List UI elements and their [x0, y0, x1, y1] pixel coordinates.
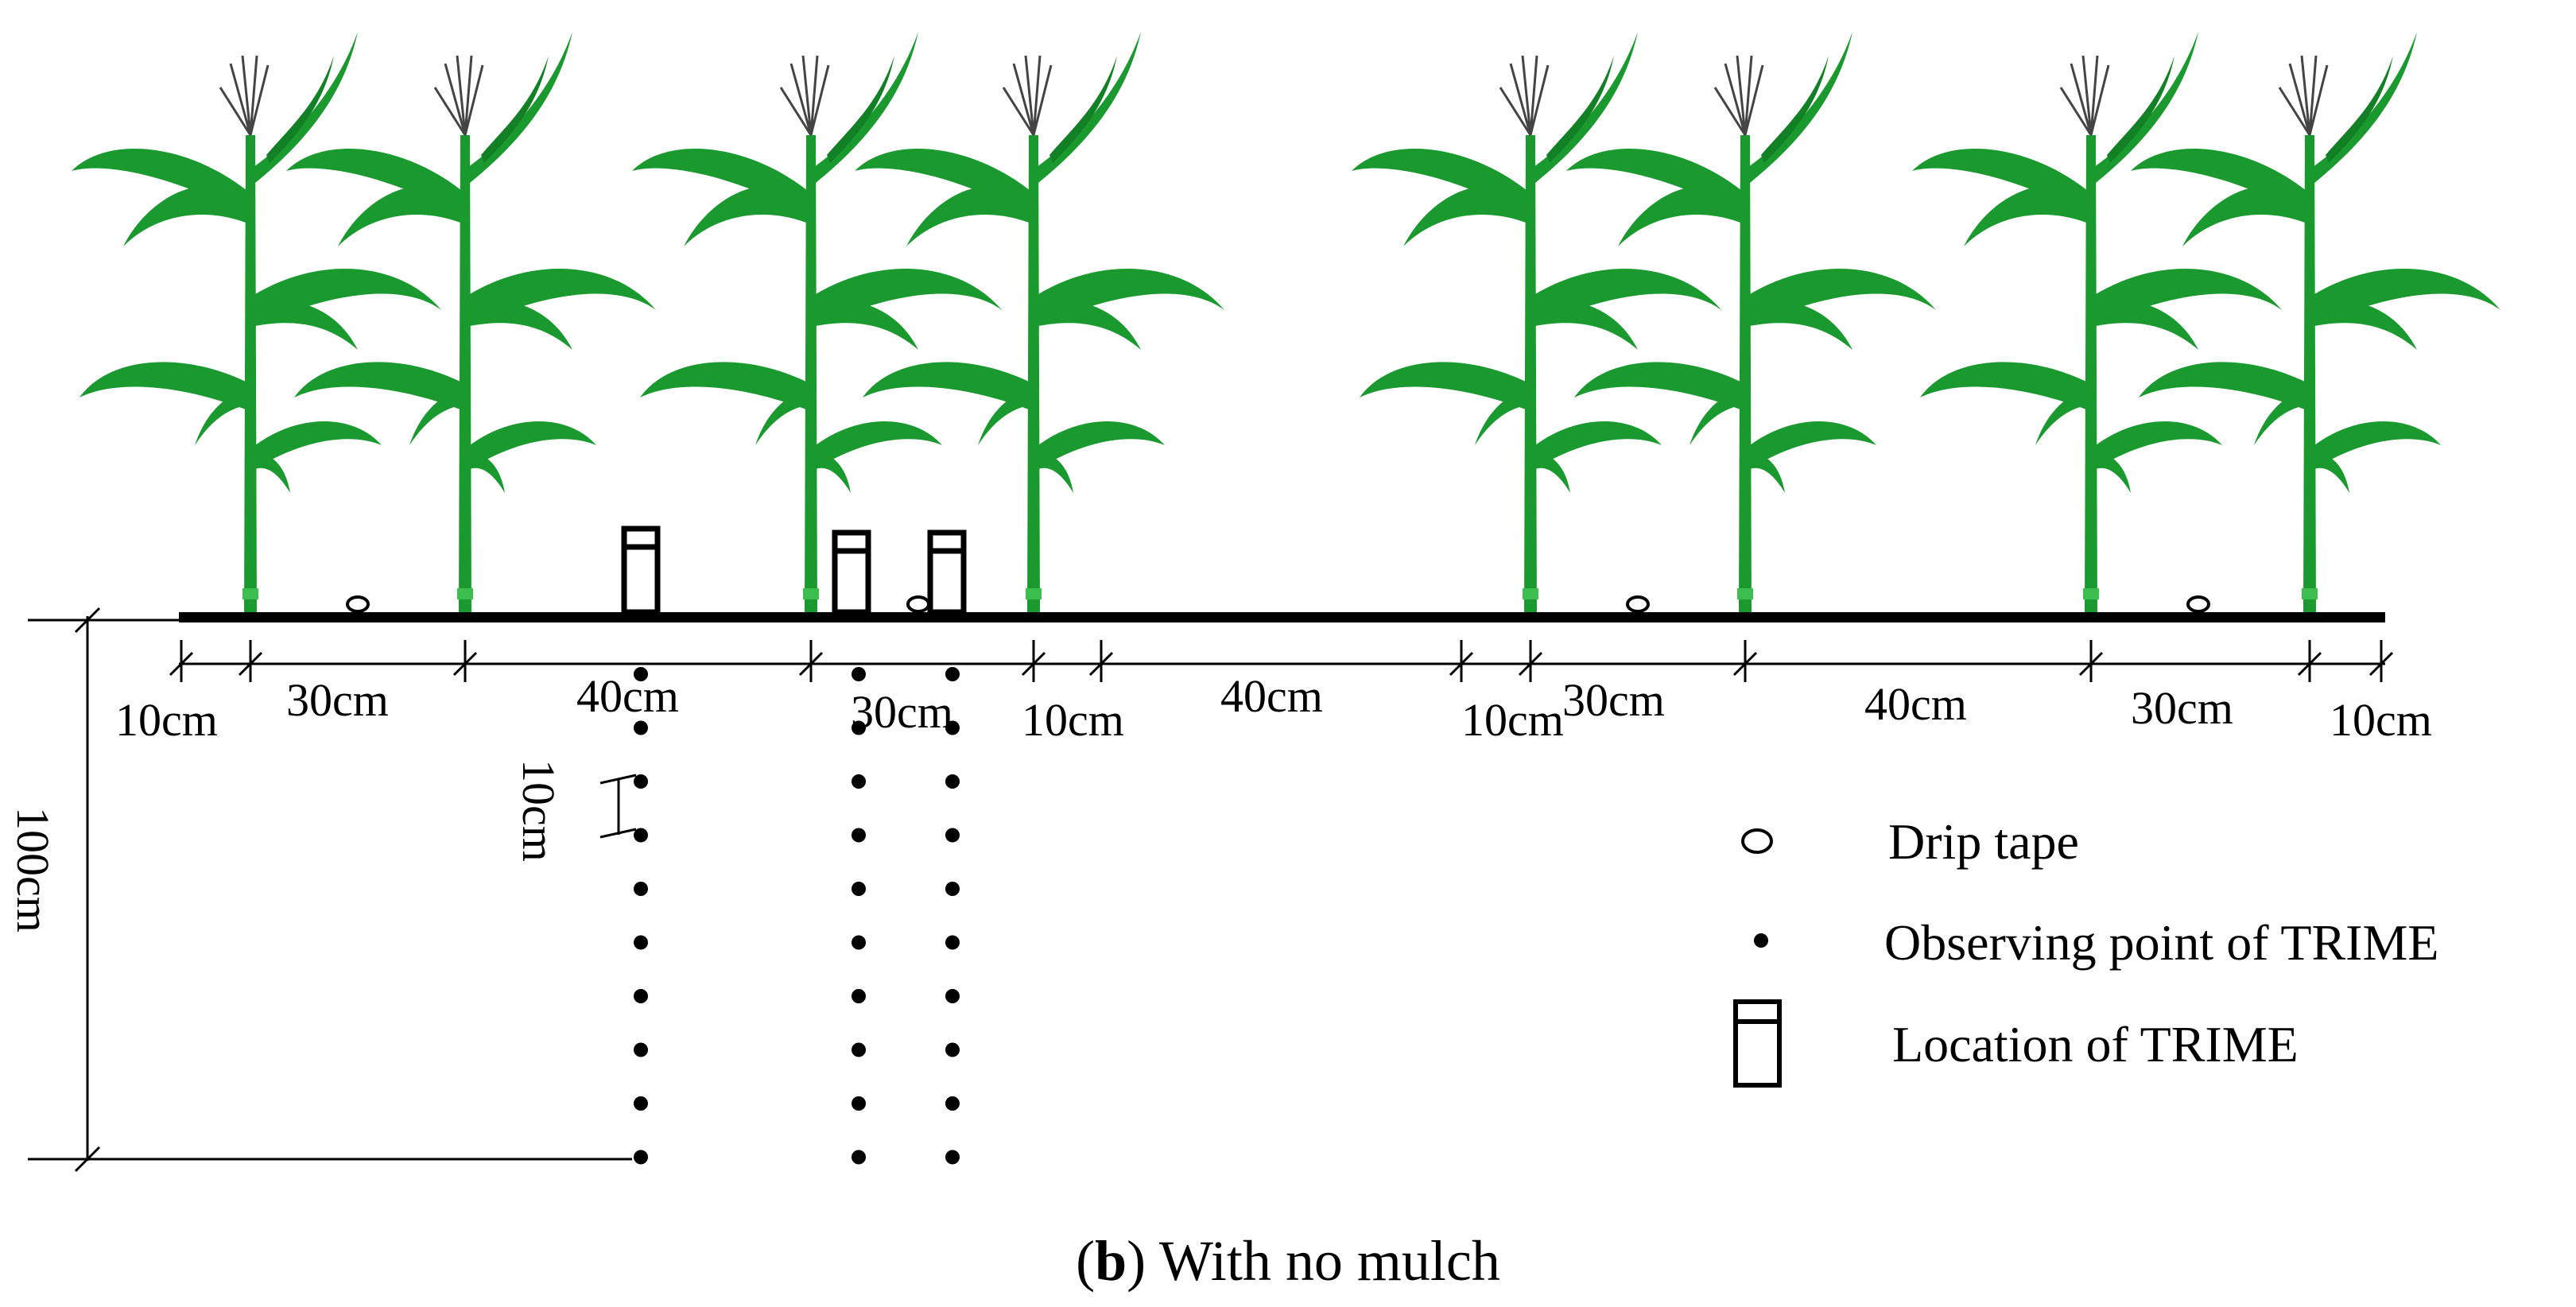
caption-text: With no mulch [1146, 1229, 1500, 1293]
interval-marker [599, 774, 637, 839]
observing-point [852, 720, 866, 735]
observing-point [945, 882, 960, 896]
spacing-label: 10cm [115, 694, 218, 746]
caption-letter: b [1095, 1229, 1127, 1293]
observing-point [634, 667, 648, 681]
legend-drip-tape: Drip tape [1888, 813, 2079, 870]
legend: Drip tape Observing point of TRIME Locat… [1733, 813, 2438, 1088]
trime-tube [832, 529, 871, 615]
drip-tapes [346, 595, 2210, 613]
drip-tape-marker [2186, 595, 2210, 613]
observing-point [945, 720, 960, 735]
depth-label: 100cm [7, 807, 59, 933]
spacing-labels: 10cm 30cm 40cm 30cm 10cm 40cm 10cm 30cm … [115, 670, 2432, 746]
observing-point [634, 720, 648, 735]
spacing-label: 10cm [2330, 694, 2432, 746]
dimension-ticks [169, 640, 2394, 682]
observing-point [634, 935, 648, 950]
observing-point [634, 828, 648, 843]
observing-point [634, 989, 648, 1003]
observing-point [852, 667, 866, 681]
observing-point [634, 1150, 648, 1165]
observing-points [634, 667, 960, 1165]
observing-point [634, 1042, 648, 1057]
legend-observing-point: Observing point of TRIME [1884, 914, 2438, 971]
spacing-label: 40cm [576, 670, 679, 722]
observing-point [852, 989, 866, 1003]
ground-surface [179, 612, 2385, 622]
corn-plant [853, 30, 1226, 614]
drip-tape-legend-symbol [1741, 828, 1773, 854]
drip-tape-marker [906, 595, 930, 613]
legend-location: Location of TRIME [1892, 1016, 2299, 1072]
spacing-label: 10cm [1022, 694, 1124, 746]
observing-point [852, 1096, 866, 1111]
spacing-label: 30cm [286, 674, 389, 726]
trime-tube [927, 529, 967, 615]
trime-location-legend-symbol [1733, 999, 1782, 1088]
observing-point [852, 828, 866, 843]
depth-dimension [28, 607, 632, 1173]
drip-tape-marker [1626, 595, 1650, 613]
observing-point [852, 1150, 866, 1165]
trime-tubes [621, 526, 967, 615]
drip-tape-marker [346, 595, 370, 613]
observing-point [852, 774, 866, 789]
observing-point [634, 882, 648, 896]
observing-point [945, 989, 960, 1003]
observing-point-legend-symbol [1754, 933, 1768, 948]
corn-plant [70, 30, 443, 614]
spacing-label: 30cm [1562, 674, 1665, 726]
interval-label: 10cm [513, 759, 564, 862]
corn-plant [1911, 30, 2283, 614]
spacing-label: 40cm [1864, 678, 1967, 730]
observing-point [945, 1096, 960, 1111]
observing-point [945, 1150, 960, 1165]
corn-plant [285, 30, 658, 614]
spacing-label: 40cm [1220, 670, 1323, 722]
observing-point [852, 1042, 866, 1057]
spacing-label: 30cm [851, 686, 953, 738]
observing-point [945, 667, 960, 681]
observing-point [634, 774, 648, 789]
figure-caption: (b) With no mulch [1076, 1229, 1500, 1293]
observing-point [852, 882, 866, 896]
observing-point [945, 828, 960, 843]
spacing-label: 30cm [2131, 682, 2233, 734]
corn-plant [1565, 30, 1938, 614]
spacing-label: 10cm [1461, 694, 1564, 746]
corn-plant [1350, 30, 1723, 614]
observing-point [634, 1096, 648, 1111]
observing-point [945, 1042, 960, 1057]
corn-plant [630, 30, 1003, 614]
trime-tube [621, 526, 661, 615]
observing-point [852, 935, 866, 950]
observing-point [945, 774, 960, 789]
observing-point [945, 935, 960, 950]
corn-plant [2129, 30, 2502, 614]
